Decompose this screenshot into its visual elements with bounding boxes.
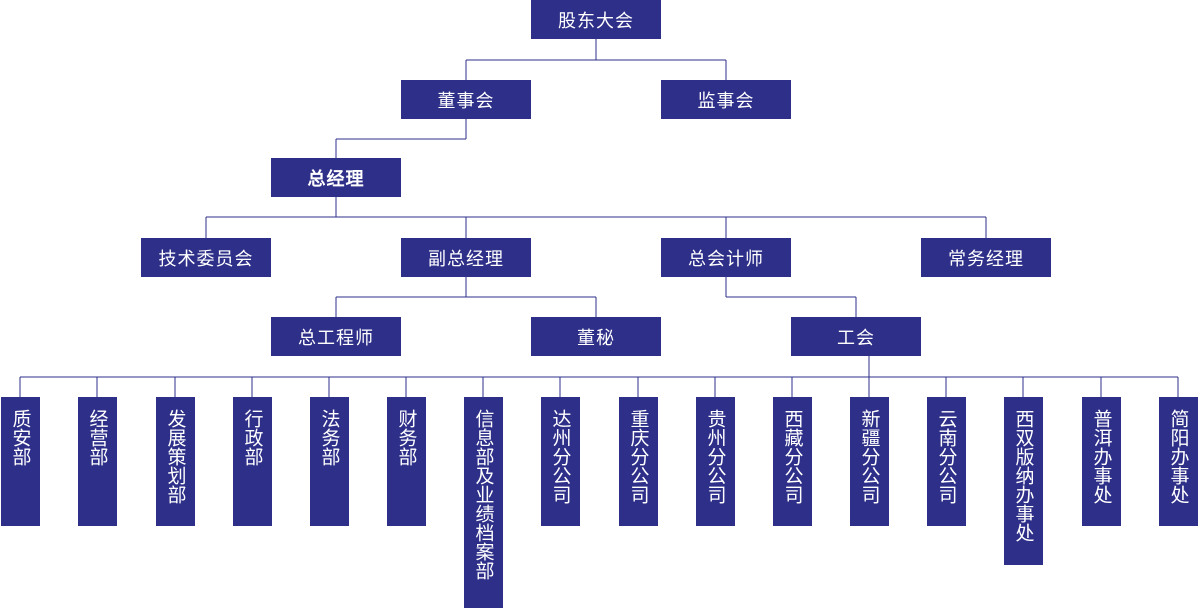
dept-label: 贵州分公司 xyxy=(704,409,727,504)
node-label: 董秘 xyxy=(577,327,615,349)
dept-business: 经营部 xyxy=(78,397,117,526)
node-deputy-gm: 副总经理 xyxy=(401,238,531,277)
node-chief-accountant: 总会计师 xyxy=(661,238,791,277)
node-board-of-directors: 董事会 xyxy=(401,80,531,119)
dept-label: 达州分公司 xyxy=(549,409,572,504)
node-board-secretary: 董秘 xyxy=(531,317,661,356)
node-label: 总经理 xyxy=(307,168,365,190)
node-shareholders-meeting: 股东大会 xyxy=(531,0,661,39)
dept-legal: 法务部 xyxy=(310,397,349,526)
node-label: 监事会 xyxy=(697,90,755,112)
dept-label: 发展策划部 xyxy=(164,409,187,504)
node-board-of-supervisors: 监事会 xyxy=(661,80,791,119)
dept-development-planning: 发展策划部 xyxy=(156,397,195,526)
dept-label: 信息部及业绩档案部 xyxy=(472,409,495,580)
node-label: 股东大会 xyxy=(558,10,634,32)
node-labor-union: 工会 xyxy=(791,317,921,356)
branch-dazhou: 达州分公司 xyxy=(541,397,580,526)
node-label: 副总经理 xyxy=(428,248,504,270)
dept-finance: 财务部 xyxy=(387,397,426,526)
branch-yunnan: 云南分公司 xyxy=(927,397,966,526)
node-label: 总工程师 xyxy=(298,327,374,349)
branch-xinjiang: 新疆分公司 xyxy=(850,397,889,526)
dept-label: 质安部 xyxy=(9,409,32,466)
node-executive-manager: 常务经理 xyxy=(921,238,1051,277)
dept-label: 简阳办事处 xyxy=(1167,409,1190,504)
branch-tibet: 西藏分公司 xyxy=(773,397,812,526)
dept-label: 法务部 xyxy=(318,409,341,466)
office-puer: 普洱办事处 xyxy=(1082,397,1121,526)
node-chief-engineer: 总工程师 xyxy=(271,317,401,356)
dept-label: 新疆分公司 xyxy=(858,409,881,504)
office-xishuangbanna: 西双版纳办事处 xyxy=(1004,397,1043,565)
node-label: 常务经理 xyxy=(948,248,1024,270)
dept-label: 西双版纳办事处 xyxy=(1012,409,1035,542)
dept-label: 西藏分公司 xyxy=(781,409,804,504)
node-label: 工会 xyxy=(837,327,875,349)
dept-label: 经营部 xyxy=(86,409,109,466)
dept-administration: 行政部 xyxy=(233,397,272,526)
branch-guizhou: 贵州分公司 xyxy=(696,397,735,526)
node-label: 总会计师 xyxy=(688,248,764,270)
node-general-manager: 总经理 xyxy=(271,158,401,197)
dept-label: 重庆分公司 xyxy=(627,409,650,504)
node-tech-committee: 技术委员会 xyxy=(141,238,271,277)
dept-information-archives: 信息部及业绩档案部 xyxy=(464,397,503,608)
office-jianyang: 简阳办事处 xyxy=(1159,397,1198,526)
branch-chongqing: 重庆分公司 xyxy=(619,397,658,526)
dept-label: 普洱办事处 xyxy=(1090,409,1113,504)
node-label: 董事会 xyxy=(437,90,495,112)
dept-label: 行政部 xyxy=(241,409,264,466)
dept-label: 云南分公司 xyxy=(935,409,958,504)
dept-label: 财务部 xyxy=(395,409,418,466)
node-label: 技术委员会 xyxy=(158,248,254,270)
dept-quality-safety: 质安部 xyxy=(1,397,40,526)
